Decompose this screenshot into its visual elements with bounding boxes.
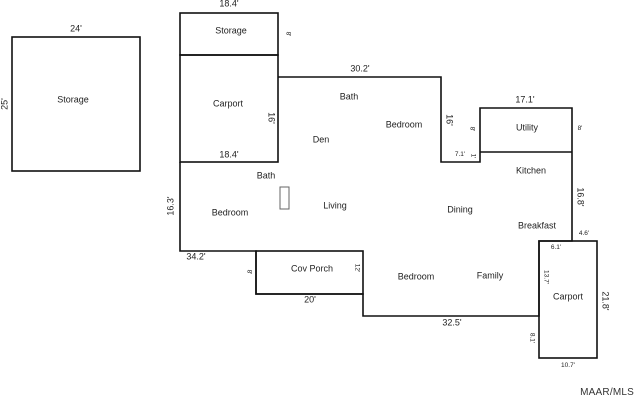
dim-bedroom-step: 16' <box>444 114 455 126</box>
dim-carport-side: 21.8' <box>600 291 611 311</box>
dim-carport-depth: 16' <box>266 112 277 124</box>
dim-utility-depth: 8' <box>577 124 583 132</box>
room-bath-upper: Bath <box>339 91 359 102</box>
room-breakfast: Breakfast <box>517 220 557 231</box>
carport-left-outline <box>179 54 279 163</box>
dim-notch-width: 7.1' <box>454 150 466 158</box>
dim-carport-top: 6.1' <box>550 243 562 251</box>
house-outline <box>179 76 573 317</box>
watermark: MAAR/MLS <box>580 387 634 398</box>
dim-breakfast-offset: 4.6' <box>578 229 590 237</box>
dim-porch-depth: 8' <box>245 269 253 275</box>
room-carport-right: Carport <box>552 291 584 302</box>
dim-carport-lower: 8.1' <box>528 332 536 344</box>
room-cov-porch: Cov Porch <box>290 263 334 274</box>
dim-carport-inner: 13.7' <box>542 270 550 284</box>
carport-right-outline <box>538 240 598 359</box>
dim-porch-depth-right: 12' <box>353 263 361 273</box>
room-carport-left: Carport <box>212 98 244 109</box>
room-kitchen: Kitchen <box>515 165 547 176</box>
bath-fixture <box>279 186 290 210</box>
room-family: Family <box>476 270 504 281</box>
dim-top-storage-depth: 8' <box>284 31 292 37</box>
room-bedroom-left: Bedroom <box>211 207 249 218</box>
storage-detached-outline <box>11 36 141 172</box>
room-storage-top: Storage <box>215 25 247 36</box>
dim-porch-width: 20' <box>304 294 316 305</box>
dim-bottom-run: 32.5' <box>442 317 462 328</box>
dim-bedroom-step-small: 8' <box>468 126 476 132</box>
room-den: Den <box>312 134 330 145</box>
room-storage-detached: Storage <box>57 94 89 105</box>
room-utility: Utility <box>516 122 538 133</box>
dim-top-storage-width: 18.4' <box>219 0 239 9</box>
dim-left-run: 16.3' <box>165 196 176 216</box>
room-bath-lower: Bath <box>256 170 276 181</box>
dim-storage-width: 24' <box>70 23 82 34</box>
room-bedroom-upper: Bedroom <box>385 119 423 130</box>
dim-notch-depth: 1' <box>469 153 477 159</box>
dim-bottom-left: 34.2' <box>186 251 206 262</box>
room-dining: Dining <box>447 204 473 215</box>
dim-right-run: 16.8' <box>575 187 586 207</box>
dim-utility-width: 17.1' <box>515 94 535 105</box>
room-bedroom-lower: Bedroom <box>397 271 435 282</box>
dim-carport-bottom: 10.7' <box>561 361 575 369</box>
cov-porch-outline <box>255 250 364 295</box>
room-living: Living <box>323 200 347 211</box>
dim-top-run: 30.2' <box>350 63 370 74</box>
dim-storage-depth: 25' <box>0 98 10 110</box>
dim-carport-width: 18.4' <box>219 149 239 160</box>
